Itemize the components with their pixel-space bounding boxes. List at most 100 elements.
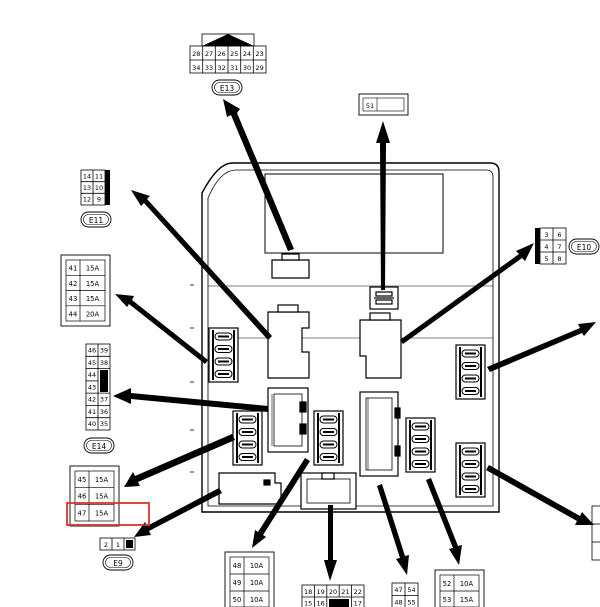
arrow-f48 (252, 458, 310, 548)
pin-label: 54 (407, 586, 415, 594)
connector-e10[interactable]: 3 6 4 7 5 8 E10 (535, 227, 600, 265)
fuse-49[interactable]: 49 10A (233, 579, 264, 587)
connector-label-e13: E13 (220, 84, 235, 93)
e11-pin: 12 (83, 196, 91, 204)
fuse-50[interactable]: 50 10A (233, 596, 264, 604)
connector-e11[interactable]: 14 11 13 10 12 9 E11 (80, 169, 112, 228)
fuse-table-41-44: 41 15A 42 15A 43 15A 44 20A (60, 254, 111, 327)
arrow-c47 (377, 484, 409, 575)
connector-pins-15-22[interactable]: 18 19 20 21 22 15 16 17 (301, 584, 365, 607)
e13-pin: 31 (230, 64, 238, 72)
arrow-f45 (124, 434, 235, 487)
e14-pin: 45 (88, 359, 96, 367)
e11-pin: 14 (83, 173, 91, 181)
e10-pin: 8 (557, 255, 561, 263)
e14-pin: 39 (100, 347, 108, 355)
e9-pin: 2 (104, 541, 108, 549)
e13-pin: 24 (243, 50, 251, 58)
connector-e9[interactable]: 2 1 E9 (99, 537, 136, 571)
arrow-right-top (487, 322, 596, 372)
e13-pin: 29 (256, 64, 264, 72)
connector-pins-47-55[interactable]: 47 54 48 55 (391, 582, 419, 607)
fuse-number: 52 (443, 580, 452, 588)
fuse-51[interactable]: 51 (358, 93, 409, 116)
fuse-46[interactable]: 46 15A (78, 493, 109, 501)
internal-connector-e10 (359, 312, 402, 379)
arrow-f52 (426, 478, 462, 565)
fuse-43[interactable]: 43 15A (69, 295, 100, 303)
e11-pin: 9 (97, 196, 101, 204)
fuse-table-45-47: 45 15A 46 15A 47 15A (66, 465, 150, 527)
e11-pin: 13 (83, 184, 91, 192)
arrow-f41 (115, 294, 208, 364)
arrow-c16 (324, 505, 337, 581)
arrow-e9 (134, 488, 222, 537)
fuse-41[interactable]: 41 15A (69, 265, 100, 273)
fuse-amperage: 15A (95, 493, 109, 501)
fuse-53[interactable]: 53 15A (443, 596, 474, 604)
fuse-table-52-53: 52 10A 53 15A (434, 569, 485, 607)
e13-pin: 27 (205, 50, 213, 58)
fuse-blocks (208, 327, 486, 498)
e13-pin: 34 (192, 64, 200, 72)
pin-label: 48 (394, 599, 402, 607)
fuse-amperage: 15A (95, 509, 109, 517)
fuse-48[interactable]: 48 10A (233, 562, 264, 570)
internal-connector-e11 (267, 304, 310, 379)
e13-pin: 28 (192, 50, 200, 58)
connector-e14[interactable]: 46 39 45 38 44 43 42 37 41 36 40 35 E14 (83, 343, 115, 454)
pin-label: 21 (341, 588, 349, 596)
fuse-number: 45 (78, 476, 87, 484)
arrow-e14 (113, 388, 268, 412)
e10-pin: 5 (544, 255, 548, 263)
internal-connector-c16 (359, 391, 401, 477)
e10-pin: 4 (544, 243, 548, 251)
fuse-amperage: 15A (86, 280, 100, 288)
e10-pin: 7 (557, 243, 561, 251)
pin-label: 20 (329, 588, 337, 596)
e13-pin: 33 (205, 64, 213, 72)
fuse-52[interactable]: 52 10A (443, 580, 474, 588)
fuse-amperage: 15A (95, 476, 109, 484)
e11-pin: 11 (95, 173, 103, 181)
e14-pin: 41 (88, 408, 96, 416)
fuse-amperage: 20A (86, 310, 100, 318)
pin-label: 19 (316, 588, 324, 596)
connector-label-e14: E14 (92, 442, 107, 451)
fuse-amperage: 15A (86, 265, 100, 273)
fuse-number: 53 (443, 596, 452, 604)
e13-pin: 23 (256, 50, 264, 58)
fuse-45[interactable]: 45 15A (78, 476, 109, 484)
arrows (113, 99, 596, 581)
pin-label: 18 (304, 588, 312, 596)
e13-pin: 26 (218, 50, 226, 58)
highlight-box-fuse-47 (66, 502, 150, 526)
pin-label: 15 (304, 600, 312, 607)
e10-pin: 3 (544, 231, 548, 239)
connector-label-e10: E10 (577, 243, 592, 252)
fuse-number: 48 (233, 562, 242, 570)
pin-label: 55 (407, 599, 415, 607)
fuse-number: 44 (69, 310, 78, 318)
fuse-amperage: 10A (250, 596, 264, 604)
fuse-47[interactable]: 47 15A (78, 509, 109, 517)
internal-fuse-block-2 (232, 410, 263, 466)
e14-pin: 43 (88, 383, 96, 391)
connector-e13[interactable]: 28 27 26 25 24 23 34 33 32 31 30 29 E13 (189, 33, 267, 96)
fuse-number: 43 (69, 295, 78, 303)
fuse-number: 41 (69, 265, 78, 273)
fuse-number: 46 (78, 493, 87, 501)
e14-pin: 42 (88, 396, 96, 404)
internal-fuse-block-6 (455, 442, 486, 498)
fuse-amperage: 10A (460, 580, 474, 588)
fuse-amperage: 10A (250, 562, 264, 570)
fuse-number: 47 (78, 509, 87, 517)
arrow-right-bottom (486, 465, 594, 525)
pin-label: 47 (394, 586, 402, 594)
fuse-42[interactable]: 42 15A (69, 280, 100, 288)
internal-fuse-block-3 (313, 410, 344, 466)
internal-fuse-51 (369, 286, 399, 310)
internal-fuse-block-4 (405, 417, 436, 473)
fuse-44[interactable]: 44 20A (69, 310, 100, 318)
